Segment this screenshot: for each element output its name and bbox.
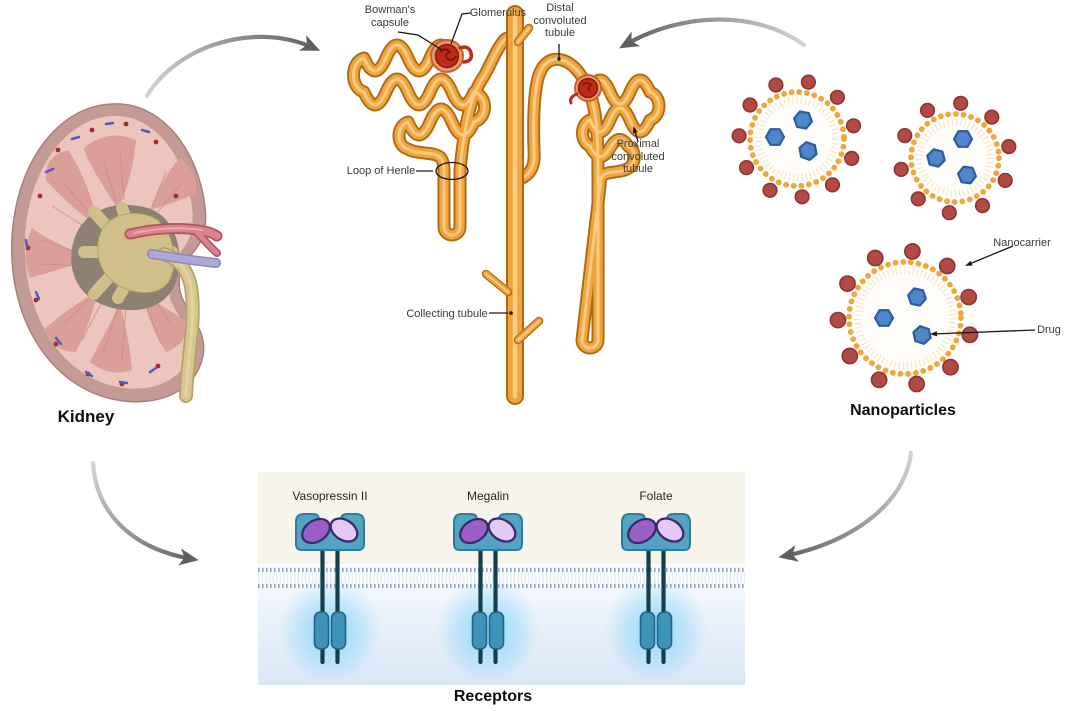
label-receptor-megalin: Megalin bbox=[466, 489, 510, 503]
signal-glow bbox=[436, 578, 540, 682]
kidney-title: Kidney bbox=[57, 407, 115, 426]
signal-glow bbox=[278, 578, 382, 682]
drug-molecule bbox=[907, 287, 927, 307]
label-proximal-convoluted-tubule: Proximal convoluted tubule bbox=[611, 138, 665, 176]
targeting-ligand bbox=[984, 109, 1000, 125]
label-nanocarrier: Nanocarrier bbox=[993, 237, 1051, 249]
receptor-subunit-light bbox=[655, 517, 685, 543]
targeting-ligand bbox=[742, 97, 758, 113]
targeting-ligand bbox=[841, 347, 859, 365]
label-collecting-tubule: Collecting tubule bbox=[406, 308, 488, 320]
label-drug: Drug bbox=[1037, 324, 1061, 336]
renal-vein bbox=[147, 249, 221, 268]
drug-molecule bbox=[926, 148, 946, 168]
targeting-ligand bbox=[839, 275, 856, 292]
targeting-ligand bbox=[731, 128, 747, 144]
drug-molecule bbox=[793, 110, 813, 130]
targeting-ligand bbox=[824, 177, 841, 193]
targeting-ligand bbox=[897, 128, 913, 144]
nephron-pointer-lines bbox=[397, 12, 639, 315]
label-receptor-folate: Folate bbox=[639, 489, 673, 503]
drug-molecule bbox=[952, 130, 974, 148]
receptor-subunit-light bbox=[329, 517, 359, 543]
targeting-ligand bbox=[961, 326, 979, 344]
nephron-diagram bbox=[354, 13, 660, 396]
receptor-subunit-dark bbox=[459, 517, 489, 545]
arrow-kidney-to-nephron bbox=[144, 34, 321, 99]
arrow-nanoparticles-to-receptors bbox=[778, 450, 914, 562]
pyramid-striations bbox=[37, 151, 183, 361]
receptors-panel bbox=[258, 472, 745, 685]
receptor-subunit-light bbox=[487, 517, 517, 543]
targeting-ligand bbox=[829, 89, 846, 105]
arrow-kidney-to-receptors bbox=[90, 460, 199, 566]
intracellular-domain bbox=[313, 611, 330, 650]
targeting-ligand bbox=[942, 358, 959, 376]
nanoparticles-title: Nanoparticles bbox=[850, 402, 956, 419]
cortex-speckles bbox=[24, 121, 179, 387]
receptors-title: Receptors bbox=[453, 688, 533, 705]
nanoparticles-illustration bbox=[731, 74, 1017, 393]
receptor-subunit-dark bbox=[301, 517, 331, 545]
connector-arrows bbox=[90, 17, 914, 566]
nanoparticle bbox=[829, 242, 979, 393]
label-distal-convoluted-tubule: Distal convoluted tubule bbox=[533, 2, 587, 40]
receptor-units bbox=[278, 513, 708, 682]
signal-glow bbox=[604, 578, 708, 682]
targeting-ligand bbox=[768, 77, 784, 93]
targeting-ligand bbox=[910, 191, 926, 207]
targeting-ligand bbox=[960, 288, 978, 306]
targeting-ligand bbox=[974, 198, 991, 214]
targeting-ligand bbox=[794, 189, 810, 205]
targeting-ligand bbox=[829, 311, 847, 329]
nanoparticle bbox=[731, 74, 862, 205]
drug-molecule bbox=[957, 165, 977, 185]
targeting-ligand bbox=[870, 371, 888, 389]
nanoparticle bbox=[893, 95, 1017, 221]
label-glomerulus: Glomerulus bbox=[469, 7, 527, 19]
renal-artery bbox=[124, 223, 223, 257]
receptor-unit bbox=[604, 513, 708, 682]
targeting-ligand bbox=[738, 160, 755, 176]
drug-molecule bbox=[798, 141, 818, 161]
intracellular-domain bbox=[656, 611, 673, 650]
bowmans-capsule-right bbox=[569, 74, 602, 105]
targeting-ligand bbox=[908, 375, 925, 393]
targeting-ligand bbox=[904, 242, 921, 260]
receptor-unit bbox=[436, 513, 540, 682]
targeting-ligand bbox=[762, 182, 778, 198]
drug-molecule bbox=[764, 128, 786, 146]
nanoparticle-pointer-lines bbox=[929, 245, 1036, 337]
targeting-ligand bbox=[938, 257, 956, 275]
targeting-ligand bbox=[866, 249, 884, 267]
targeting-ligand bbox=[893, 161, 909, 177]
bowmans-capsule-left bbox=[430, 39, 474, 73]
targeting-ligand bbox=[844, 150, 860, 166]
targeting-ligand bbox=[941, 205, 957, 221]
targeting-ligand bbox=[845, 118, 862, 134]
targeting-ligand bbox=[919, 102, 936, 118]
label-receptor-vasopressin: Vasopressin II bbox=[292, 489, 368, 503]
receptor-subunit-dark bbox=[627, 517, 657, 545]
targeting-ligand bbox=[953, 95, 969, 111]
arrow-nanoparticles-to-nephron bbox=[619, 17, 807, 49]
drug-molecule bbox=[873, 309, 895, 327]
intracellular-domain bbox=[471, 611, 488, 650]
targeting-ligand bbox=[800, 74, 817, 90]
targeting-ligand bbox=[1001, 139, 1017, 155]
receptor-unit bbox=[278, 513, 382, 682]
intracellular-domain bbox=[330, 611, 347, 650]
intracellular-domain bbox=[639, 611, 656, 650]
kidney-illustration bbox=[11, 103, 223, 403]
label-loop-of-henle: Loop of Henle bbox=[346, 165, 416, 177]
targeting-ligand bbox=[997, 172, 1013, 188]
label-bowmans-capsule: Bowman's capsule bbox=[364, 4, 416, 29]
intracellular-domain bbox=[488, 611, 505, 650]
drug-molecule bbox=[912, 325, 932, 345]
